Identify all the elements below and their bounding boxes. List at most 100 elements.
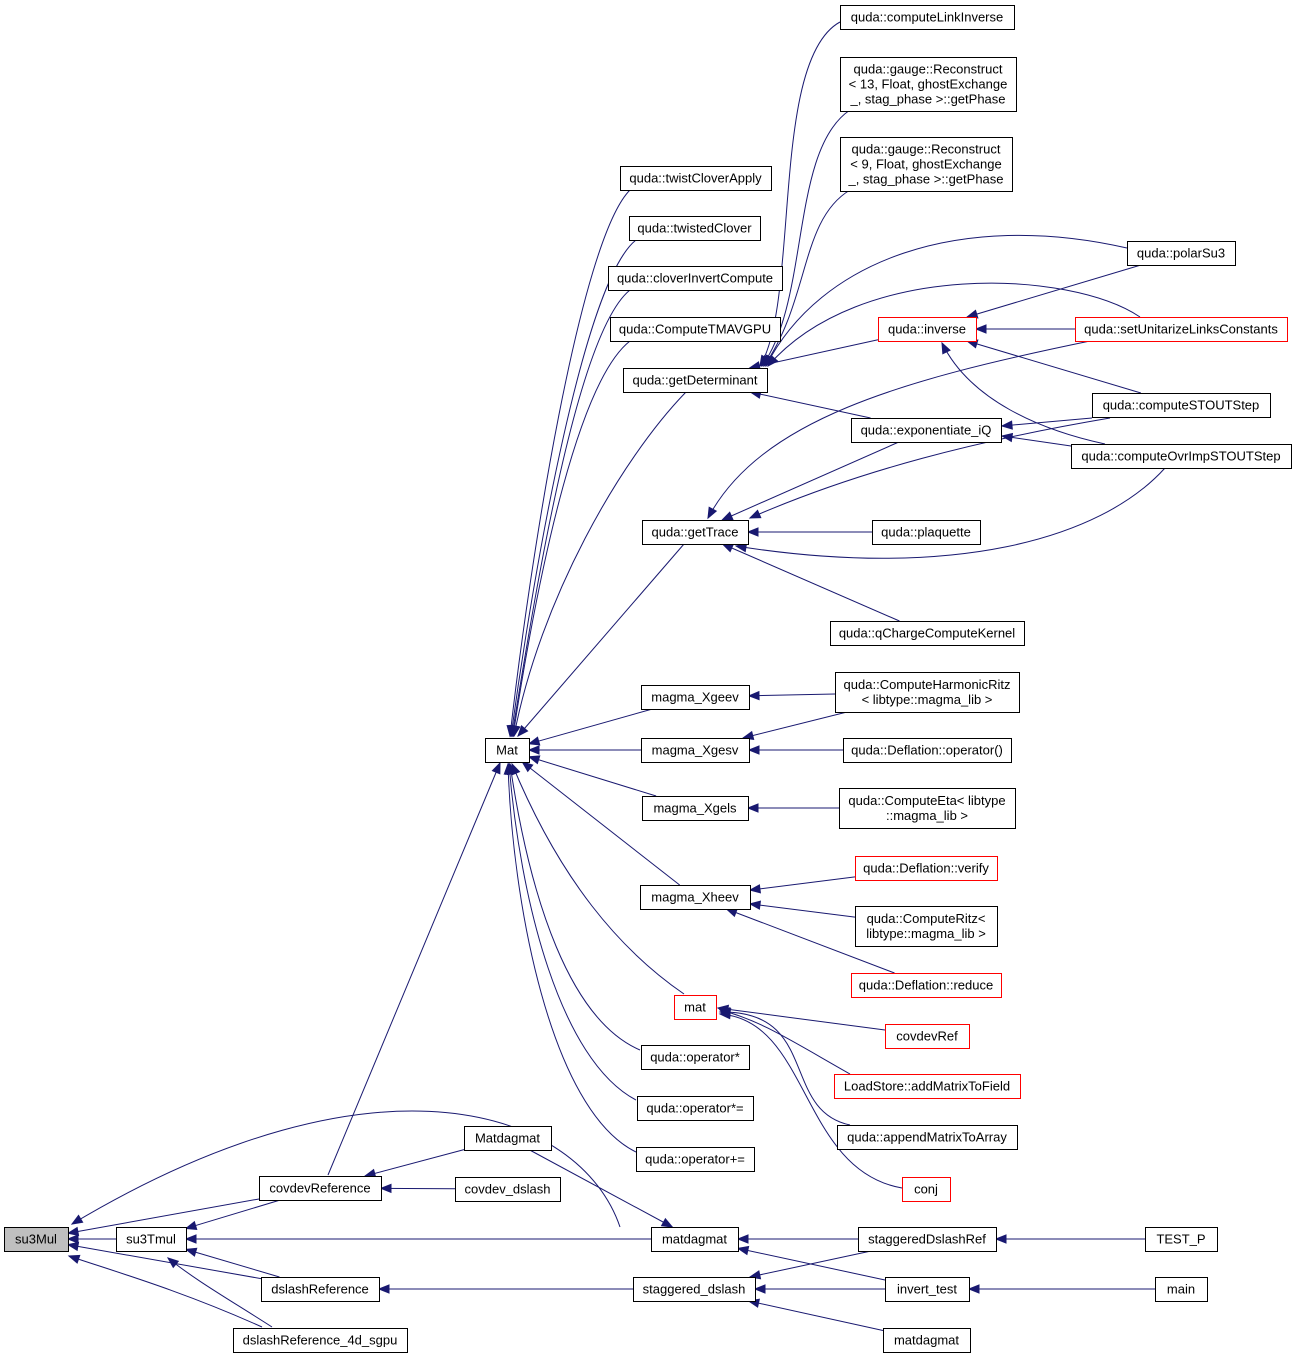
node-magma-xgels[interactable]: magma_Xgels — [642, 796, 749, 821]
edge-arrowhead — [511, 724, 521, 738]
node-magma-xgeev[interactable]: magma_Xgeev — [641, 685, 750, 710]
node-harmonic-ritz[interactable]: quda::ComputeHarmonicRitz< libtype::magm… — [835, 672, 1020, 713]
node-box — [885, 1277, 970, 1302]
node-exponentiate-i-q[interactable]: quda::exponentiate_iQ — [851, 418, 1002, 443]
node-magma-xgesv[interactable]: magma_Xgesv — [641, 738, 750, 763]
node-box — [640, 885, 751, 910]
node-box — [830, 621, 1025, 646]
edge-matdagmat-main-to-su3-mul — [70, 1110, 621, 1228]
edge-compute-eta-to-magma-xgels — [746, 803, 839, 813]
edge-op-plus-eq-to-mat — [503, 762, 637, 1153]
node-label: < libtype::magma_lib > — [862, 692, 993, 707]
node-dslash-reference-4d-sgpu[interactable]: dslashReference_4d_sgpu — [233, 1328, 408, 1353]
node-op-star-eq[interactable]: quda::operator*= — [637, 1096, 754, 1121]
edge-magma-xgels-to-mat — [527, 755, 657, 797]
edge-clover-invert-compute-to-mat — [508, 289, 631, 738]
edge-line — [509, 763, 641, 1051]
edge-arrowhead — [753, 1284, 766, 1294]
node-defl-verify[interactable]: quda::Deflation::verify — [855, 856, 998, 881]
node-op-star[interactable]: quda::operator* — [641, 1045, 750, 1070]
edge-dslash-reference-4d-sgpu-to-su3-mul — [67, 1254, 263, 1328]
node-invert-test[interactable]: invert_test — [885, 1277, 970, 1302]
edge-exponentiate-i-q-to-get-determinant — [749, 389, 871, 419]
node-inverse[interactable]: quda::inverse — [878, 317, 977, 342]
node-reconstruct13[interactable]: quda::gauge::Reconstruct< 13, Float, gho… — [840, 57, 1017, 112]
node-label: < 9, Float, ghostExchange — [850, 157, 1001, 172]
node-compute-tmavgpu[interactable]: quda::ComputeTMAVGPU — [610, 317, 781, 342]
node-label: su3Tmul — [126, 1232, 176, 1247]
node-su3-tmul[interactable]: su3Tmul — [116, 1227, 187, 1252]
edge-arrowhead — [746, 527, 759, 537]
node-dslash-reference[interactable]: dslashReference — [261, 1277, 380, 1302]
node-magma-xheev[interactable]: magma_Xheev — [640, 885, 751, 910]
edge-arrowhead — [748, 900, 762, 910]
node-label: quda::cloverInvertCompute — [617, 271, 773, 286]
node-get-determinant[interactable]: quda::getDeterminant — [623, 368, 768, 393]
node-main[interactable]: main — [1155, 1277, 1208, 1302]
node-polar-su3[interactable]: quda::polarSu3 — [1127, 241, 1236, 266]
edge-matdagmat-to-matdagmat-main — [529, 1149, 674, 1228]
node-compute-ritz[interactable]: quda::ComputeRitz<libtype::magma_lib > — [855, 906, 998, 947]
node-compute-link-inverse[interactable]: quda::computeLinkInverse — [840, 5, 1015, 30]
edge-op-star-eq-to-mat — [505, 762, 637, 1101]
node-compute-stoutstep[interactable]: quda::computeSTOUTStep — [1092, 393, 1271, 418]
node-label: quda::twistCloverApply — [629, 171, 762, 186]
node-matdagmat[interactable]: Matdagmat — [464, 1126, 552, 1151]
node-compute-ovr-imp[interactable]: quda::computeOvrImpSTOUTStep — [1071, 444, 1292, 469]
edge-arrowhead — [166, 1257, 180, 1269]
node-conj[interactable]: conj — [902, 1177, 951, 1202]
node-box — [261, 1277, 380, 1302]
node-mat[interactable]: mat — [674, 995, 717, 1020]
edge-line — [513, 391, 687, 737]
node-covdev-reference[interactable]: covdevReference — [259, 1176, 382, 1201]
edge-compute-stoutstep-to-get-trace — [748, 417, 1111, 519]
node-add-matrix-to-field[interactable]: LoadStore::addMatrixToField — [834, 1074, 1021, 1099]
node-box — [1092, 393, 1271, 418]
edge-arrowhead — [377, 1284, 390, 1294]
node-twist-clover-apply[interactable]: quda::twistCloverApply — [620, 166, 772, 191]
node-set-unitarize[interactable]: quda::setUnitarizeLinksConstants — [1075, 317, 1288, 342]
node-op-plus-eq[interactable]: quda::operator+= — [636, 1147, 755, 1172]
edge-line — [719, 1009, 851, 1075]
node-box — [839, 788, 1016, 829]
edge-compute-ovr-imp-to-exponentiate-i-q — [1000, 432, 1072, 447]
node-matdagmat-leaf[interactable]: matdagmat — [883, 1328, 971, 1353]
node-compute-eta[interactable]: quda::ComputeEta< libtype::magma_lib > — [839, 788, 1016, 829]
node-q-charge[interactable]: quda::qChargeComputeKernel — [830, 621, 1025, 646]
edge-line — [748, 1300, 884, 1331]
edge-arrowhead — [941, 341, 951, 355]
node-label: magma_Xgesv — [652, 743, 739, 758]
edge-line — [749, 339, 879, 369]
edge-line — [749, 1250, 872, 1278]
node-box — [608, 266, 783, 291]
edge-arrowhead — [527, 745, 540, 755]
node-append-matrix-to-array[interactable]: quda::appendMatrixToArray — [837, 1125, 1018, 1150]
node-defl-reduce[interactable]: quda::Deflation::reduce — [851, 973, 1002, 998]
edge-arrowhead — [707, 506, 718, 520]
node-covdev-ref[interactable]: covdevRef — [885, 1024, 970, 1049]
node-staggered-dslash-ref[interactable]: staggeredDslashRef — [858, 1227, 997, 1252]
node-plaquette[interactable]: quda::plaquette — [872, 520, 981, 545]
node-box — [455, 1177, 561, 1202]
node-matdagmat-main[interactable]: matdagmat — [651, 1227, 739, 1252]
edge-harmonic-ritz-to-magma-xgeev — [747, 690, 836, 701]
node-clover-invert-compute[interactable]: quda::cloverInvertCompute — [608, 266, 783, 291]
edge-arrowhead — [1000, 420, 1013, 430]
node-twisted-clover[interactable]: quda::twistedClover — [629, 216, 761, 241]
node-label: quda::plaquette — [881, 525, 971, 540]
edge-twisted-clover-to-mat — [507, 239, 637, 738]
edge-defl-operator-to-magma-xgesv — [747, 745, 843, 755]
node-mat[interactable]: Mat — [485, 738, 530, 763]
node-su3-mul[interactable]: su3Mul — [4, 1227, 69, 1252]
node-get-trace[interactable]: quda::getTrace — [642, 520, 749, 545]
node-reconstruct9[interactable]: quda::gauge::Reconstruct< 9, Float, ghos… — [840, 137, 1013, 192]
node-defl-operator[interactable]: quda::Deflation::operator() — [843, 738, 1012, 763]
edge-arrowhead — [184, 1220, 198, 1230]
node-test-p[interactable]: TEST_P — [1145, 1227, 1218, 1252]
node-covdev-dslash[interactable]: covdev_dslash — [455, 1177, 561, 1202]
edge-line — [67, 1198, 260, 1234]
edge-arrowhead — [503, 762, 514, 775]
edge-su3-tmul-to-su3-mul — [66, 1234, 116, 1244]
node-staggered-dslash[interactable]: staggered_dslash — [633, 1277, 756, 1302]
